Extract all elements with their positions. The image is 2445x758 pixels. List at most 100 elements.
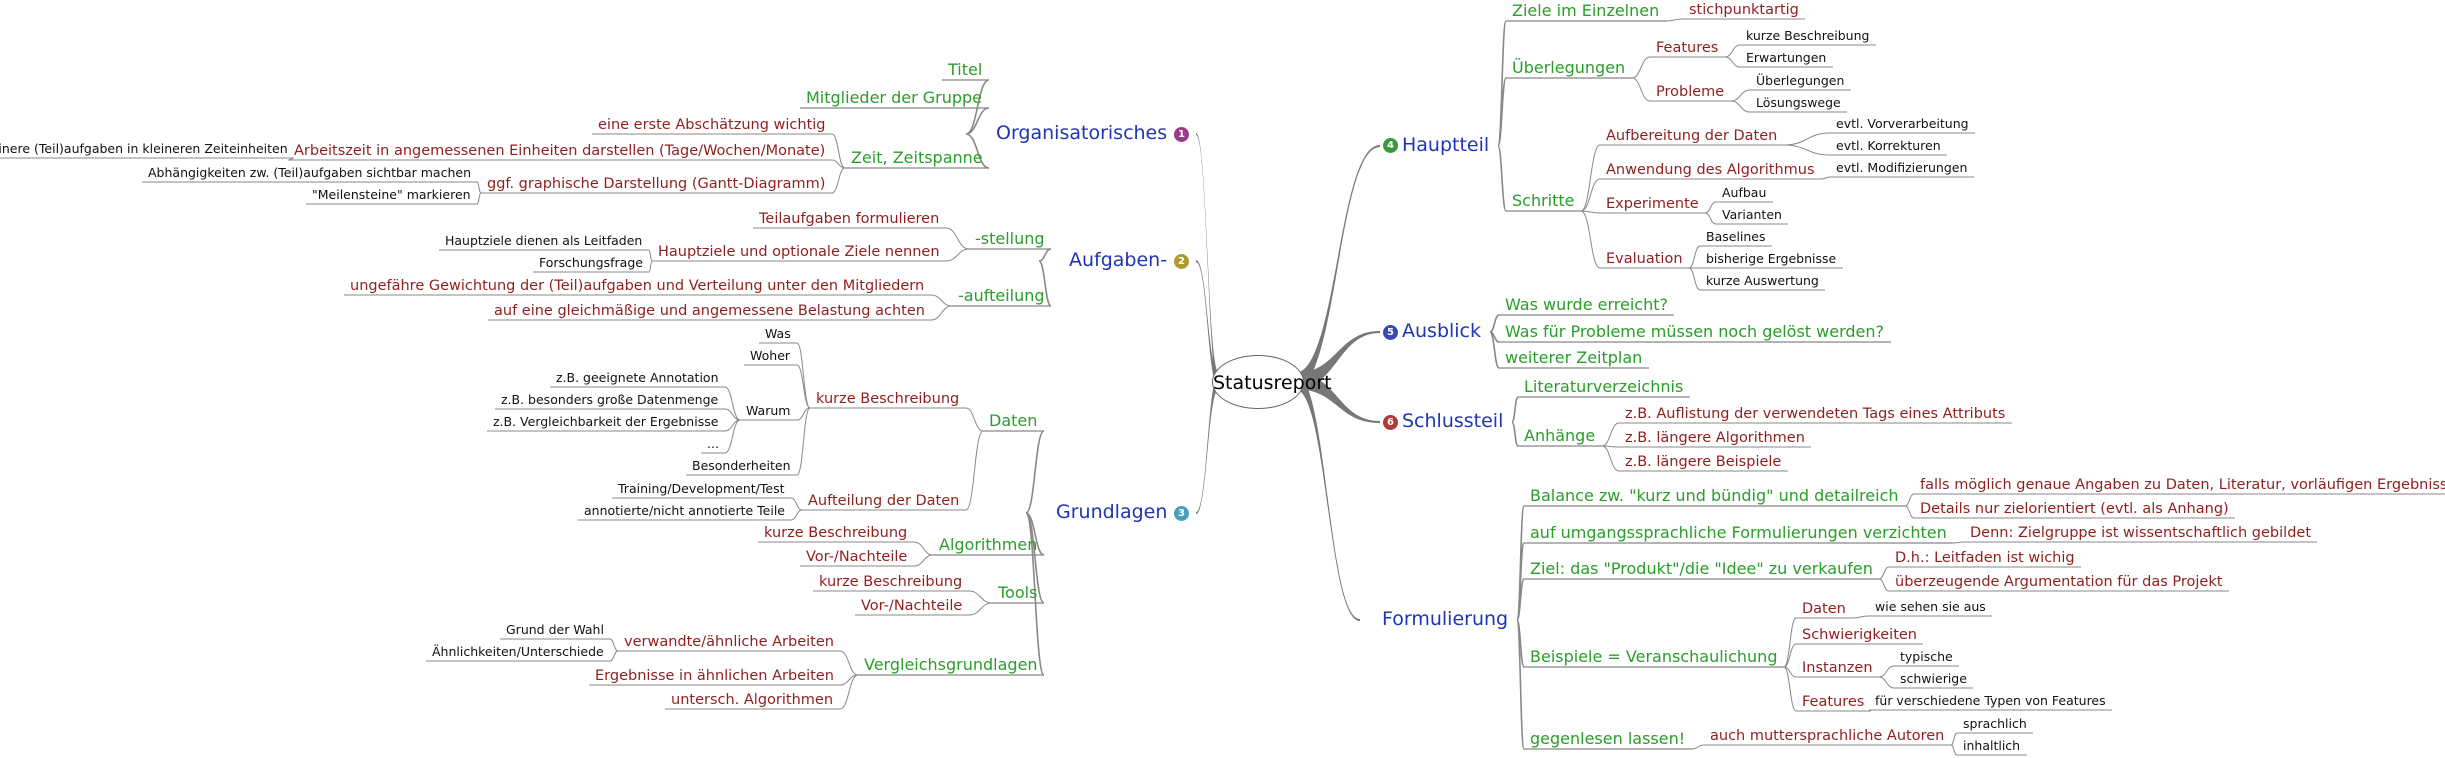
- node-o-meil[interactable]: "Meilensteine" markieren: [312, 187, 471, 203]
- node-s-lit[interactable]: Literaturverzeichnis: [1524, 377, 1684, 397]
- node-f-bal2[interactable]: Details nur zielorientiert (evtl. als An…: [1920, 500, 2229, 517]
- node-h-ueber[interactable]: Überlegungen: [1512, 58, 1626, 78]
- node-s-beisp[interactable]: z.B. längere Beispiele: [1625, 453, 1782, 470]
- node-g-alg[interactable]: Algorithmen: [939, 535, 1038, 555]
- node-h-loes[interactable]: Lösungswege: [1756, 95, 1841, 111]
- node-f-schwierig[interactable]: schwierige: [1900, 671, 1967, 687]
- node-f-inhalt[interactable]: inhaltlich: [1963, 738, 2021, 754]
- node-o-zeit[interactable]: Zeit, Zeitspanne: [851, 148, 983, 168]
- node-formulierung[interactable]: Formulierung: [1382, 607, 1509, 630]
- node-g-verw[interactable]: verwandte/ähnliche Arbeiten: [624, 633, 834, 650]
- node-au-leit[interactable]: Hauptziele dienen als Leitfaden: [445, 233, 643, 249]
- node-h-anw[interactable]: Anwendung des Algorithmus: [1606, 161, 1815, 178]
- node-g-annot2[interactable]: annotierte/nicht annotierte Teile: [584, 503, 785, 519]
- node-g-annot[interactable]: z.B. geeignete Annotation: [556, 370, 719, 386]
- node-f-umg[interactable]: auf umgangssprachliche Formulierungen ve…: [1530, 523, 1947, 543]
- node-h-erw[interactable]: Erwartungen: [1746, 50, 1827, 66]
- node-au-stell[interactable]: -stellung: [975, 229, 1045, 249]
- node-a-err[interactable]: Was wurde erreicht?: [1505, 295, 1668, 315]
- node-f-schw[interactable]: Schwierigkeiten: [1802, 626, 1917, 643]
- node-h-korr[interactable]: evtl. Korrekturen: [1836, 138, 1941, 154]
- node-f-mutter[interactable]: auch muttersprachliche Autoren: [1710, 727, 1945, 744]
- node-h-base[interactable]: Baselines: [1706, 229, 1766, 245]
- node-au-gleich[interactable]: auf eine gleichmäßige und angemessene Be…: [494, 302, 925, 319]
- node-schlussteil[interactable]: Schlussteil: [1402, 409, 1504, 432]
- node-g-aufteil[interactable]: Aufteilung der Daten: [808, 492, 960, 509]
- node-au-haupt[interactable]: Hauptziele und optionale Ziele nennen: [658, 243, 940, 260]
- node-g-vergl[interactable]: z.B. Vergleichbarkeit der Ergebnisse: [493, 414, 719, 430]
- node-f-wie[interactable]: wie sehen sie aus: [1875, 599, 1986, 615]
- node-o-klein[interactable]: kleinere (Teil)aufgaben in kleineren Zei…: [0, 141, 288, 157]
- node-g-vg[interactable]: Vergleichsgrundlagen: [864, 655, 1038, 675]
- node-h-probleme[interactable]: Probleme: [1656, 83, 1725, 100]
- node-h-eval[interactable]: Evaluation: [1606, 250, 1683, 267]
- node-f-bal1[interactable]: falls möglich genaue Angaben zu Daten, L…: [1920, 476, 2445, 493]
- node-g-erg[interactable]: Ergebnisse in ähnlichen Arbeiten: [595, 667, 834, 684]
- node-h-exp[interactable]: Experimente: [1606, 195, 1699, 212]
- node-h-var[interactable]: Varianten: [1722, 207, 1782, 223]
- node-h-aufbau[interactable]: Aufbau: [1722, 185, 1767, 201]
- node-g-tools-kurz[interactable]: kurze Beschreibung: [819, 573, 963, 590]
- node-ausblick[interactable]: Ausblick: [1402, 319, 1482, 342]
- node-g-dots[interactable]: ...: [707, 436, 719, 452]
- node-g-grund[interactable]: Grund der Wahl: [506, 622, 604, 638]
- node-o-arbeits[interactable]: Arbeitszeit in angemessenen Einheiten da…: [294, 142, 826, 159]
- node-g-was[interactable]: Was: [765, 326, 791, 342]
- node-au-teil[interactable]: Teilaufgaben formulieren: [759, 210, 940, 227]
- node-h-vorver[interactable]: evtl. Vorverarbeitung: [1836, 116, 1969, 132]
- node-h-ziele[interactable]: Ziele im Einzelnen: [1512, 1, 1660, 21]
- node-f-ziel[interactable]: Ziel: das "Produkt"/die "Idee" zu verkau…: [1530, 559, 1873, 579]
- node-f-feat[interactable]: Features: [1802, 693, 1865, 710]
- node-a-zeit[interactable]: weiterer Zeitplan: [1505, 348, 1643, 368]
- node-h-bish[interactable]: bisherige Ergebnisse: [1706, 251, 1837, 267]
- node-s-alg[interactable]: z.B. längere Algorithmen: [1625, 429, 1805, 446]
- node-hauptteil[interactable]: Hauptteil: [1402, 133, 1490, 156]
- node-h-schritte[interactable]: Schritte: [1512, 191, 1575, 211]
- node-g-daten[interactable]: Daten: [989, 411, 1038, 431]
- node-f-umg1[interactable]: Denn: Zielgruppe ist wissentschaftlich g…: [1970, 524, 2311, 541]
- node-g-train[interactable]: Training/Development/Test: [618, 481, 785, 497]
- node-g-unt[interactable]: untersch. Algorithmen: [671, 691, 834, 708]
- node-f-bal[interactable]: Balance zw. "kurz und bündig" und detail…: [1530, 486, 1899, 506]
- node-o-gantt[interactable]: ggf. graphische Darstellung (Gantt-Diagr…: [487, 175, 826, 192]
- node-organisatorisches[interactable]: Organisatorisches: [996, 121, 1168, 144]
- node-f-inst[interactable]: Instanzen: [1802, 659, 1873, 676]
- node-g-aehn[interactable]: Ähnlichkeiten/Unterschiede: [432, 644, 604, 660]
- node-o-titel[interactable]: Titel: [948, 60, 983, 80]
- node-h-ueber2[interactable]: Überlegungen: [1756, 73, 1845, 89]
- node-au-forsch[interactable]: Forschungsfrage: [539, 255, 643, 271]
- node-h-kurz[interactable]: kurze Beschreibung: [1746, 28, 1870, 44]
- node-o-abh[interactable]: Abhängigkeiten zw. (Teil)aufgaben sichtb…: [148, 165, 471, 181]
- node-g-gross[interactable]: z.B. besonders große Datenmenge: [501, 392, 719, 408]
- node-h-kausw[interactable]: kurze Auswertung: [1706, 273, 1819, 289]
- node-a-prob[interactable]: Was für Probleme müssen noch gelöst werd…: [1505, 322, 1885, 342]
- node-g-alg-kurz[interactable]: kurze Beschreibung: [764, 524, 908, 541]
- node-o-absch[interactable]: eine erste Abschätzung wichtig: [598, 116, 826, 133]
- node-au-aufteil[interactable]: -aufteilung: [958, 286, 1045, 306]
- node-h-features[interactable]: Features: [1656, 39, 1719, 56]
- node-f-typ[interactable]: typische: [1900, 649, 1953, 665]
- node-au-gew[interactable]: ungefähre Gewichtung der (Teil)aufgaben …: [350, 277, 925, 294]
- node-f-ziel1[interactable]: D.h.: Leitfaden ist wichig: [1895, 549, 2075, 566]
- node-g-tools-vor[interactable]: Vor-/Nachteile: [861, 597, 963, 614]
- node-s-tags[interactable]: z.B. Auflistung der verwendeten Tags ein…: [1625, 405, 2006, 422]
- node-f-ziel2[interactable]: überzeugende Argumentation für das Proje…: [1895, 573, 2223, 590]
- node-aufgaben[interactable]: Aufgaben-: [1069, 248, 1168, 271]
- node-g-alg-vor[interactable]: Vor-/Nachteile: [806, 548, 908, 565]
- node-f-daten[interactable]: Daten: [1802, 600, 1846, 617]
- node-h-mod[interactable]: evtl. Modifizierungen: [1836, 160, 1968, 176]
- node-o-mitgl[interactable]: Mitglieder der Gruppe: [806, 88, 983, 108]
- node-grundlagen[interactable]: Grundlagen: [1056, 500, 1168, 523]
- node-s-anh[interactable]: Anhänge: [1524, 426, 1596, 446]
- node-h-ziele-stich[interactable]: stichpunktartig: [1689, 1, 1799, 18]
- node-f-beisp[interactable]: Beispiele = Veranschaulichung: [1530, 647, 1778, 667]
- node-h-aufb[interactable]: Aufbereitung der Daten: [1606, 127, 1778, 144]
- node-g-woher[interactable]: Woher: [750, 348, 791, 364]
- node-g-bes[interactable]: Besonderheiten: [692, 458, 791, 474]
- node-g-kurz[interactable]: kurze Beschreibung: [816, 390, 960, 407]
- node-f-verschied[interactable]: für verschiedene Typen von Features: [1875, 693, 2106, 709]
- node-f-gegen[interactable]: gegenlesen lassen!: [1530, 729, 1686, 749]
- root-node-statusreport[interactable]: Statusreport: [1212, 355, 1332, 409]
- node-g-warum[interactable]: Warum: [746, 403, 791, 419]
- node-f-sprach[interactable]: sprachlich: [1963, 716, 2027, 732]
